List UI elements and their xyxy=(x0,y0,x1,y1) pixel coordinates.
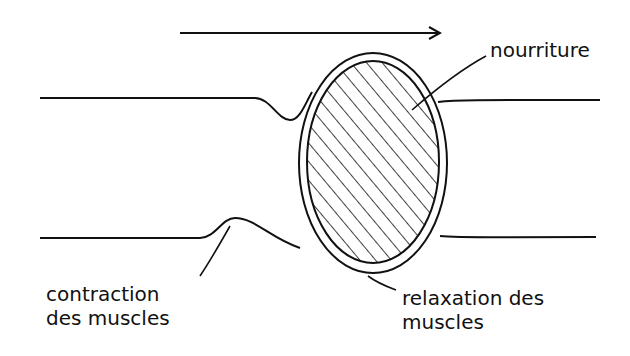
leader-line xyxy=(200,226,230,276)
direction-arrow xyxy=(180,32,440,34)
tube-wall xyxy=(40,92,312,120)
callout-label: nourriture xyxy=(490,38,620,62)
callout-label: contraction des muscles xyxy=(46,282,196,330)
tube-wall xyxy=(40,218,300,248)
tube-wall xyxy=(440,236,596,237)
food-bolus xyxy=(307,61,439,263)
tube-wall xyxy=(438,100,600,102)
leader-line xyxy=(412,56,486,110)
callout-label: relaxation des muscles xyxy=(402,286,552,334)
leader-line xyxy=(368,276,396,290)
stretched-wall xyxy=(299,53,447,273)
